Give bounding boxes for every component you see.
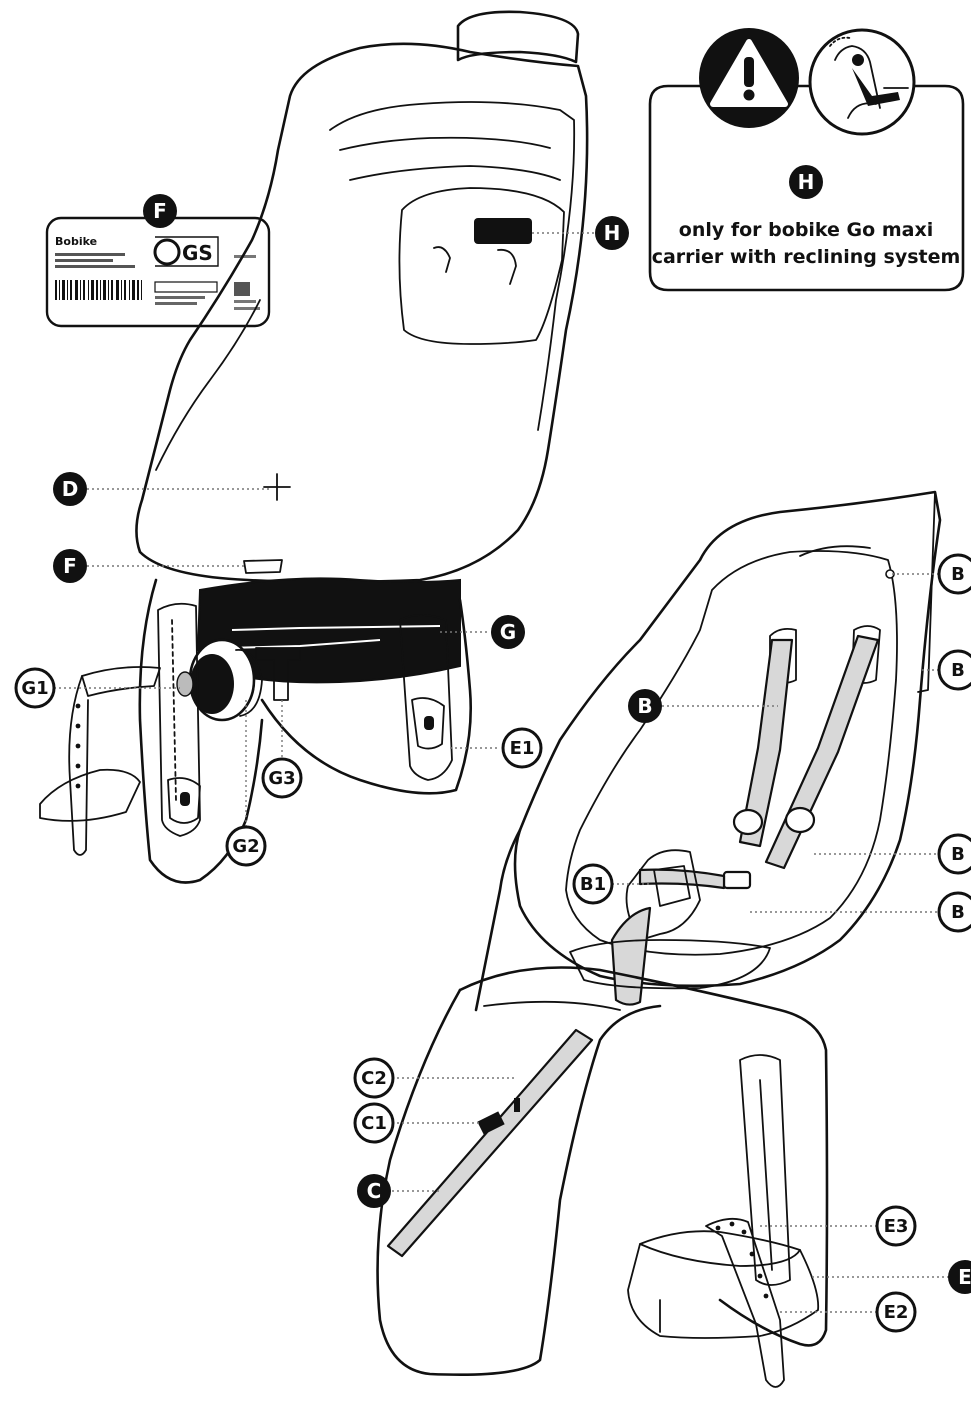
leader-lines: [54, 218, 955, 1313]
label-brand: Bobike: [55, 235, 97, 248]
callout-b-mid: B: [937, 649, 971, 691]
svg-text:C2: C2: [361, 1068, 387, 1089]
svg-text:B: B: [951, 564, 965, 585]
callout-g2: G2: [225, 825, 267, 867]
svg-text:H: H: [604, 221, 621, 245]
svg-text:D: D: [62, 477, 79, 501]
svg-text:GS: GS: [182, 241, 213, 265]
callout-f-label: F: [143, 194, 177, 228]
callout-b1: B1: [572, 863, 614, 905]
callout-c1: C1: [353, 1102, 395, 1144]
warning-text-line2: carrier with reclining system: [652, 246, 961, 268]
svg-text:B1: B1: [580, 874, 606, 895]
callout-label: H: [798, 170, 815, 194]
callout-g1: G1: [14, 667, 56, 709]
svg-text:F: F: [153, 199, 167, 223]
svg-text:G3: G3: [268, 768, 295, 789]
warning-panel: H only for bobike Go maxi carrier with r…: [648, 28, 965, 292]
callout-g: G: [491, 615, 525, 649]
svg-text:G1: G1: [21, 678, 48, 699]
callout-b-low2: B: [937, 891, 971, 933]
callout-c2: C2: [353, 1057, 395, 1099]
callout-e: E: [948, 1260, 971, 1294]
svg-text:F: F: [63, 554, 77, 578]
svg-text:G: G: [500, 620, 516, 644]
exclamation-triangle-icon: [699, 28, 799, 128]
callout-b-top: B: [937, 553, 971, 595]
callout-c: C: [357, 1174, 391, 1208]
callout-b-low1: B: [937, 833, 971, 875]
callout-warning-h: H: [789, 165, 823, 199]
callout-b: B: [628, 689, 662, 723]
svg-text:B: B: [951, 902, 965, 923]
product-label: Bobike GS: [45, 216, 271, 328]
svg-text:B: B: [637, 694, 652, 718]
callout-e2: E2: [875, 1291, 917, 1333]
svg-text:E: E: [958, 1265, 971, 1289]
svg-text:E2: E2: [884, 1302, 909, 1323]
callout-e3: E3: [875, 1205, 917, 1247]
svg-text:E3: E3: [884, 1216, 909, 1237]
callout-g3: G3: [261, 757, 303, 799]
callout-d: D: [53, 472, 87, 506]
callout-f: F: [53, 549, 87, 583]
seat-rear-view: [39, 10, 589, 884]
svg-text:G2: G2: [232, 836, 259, 857]
svg-text:C1: C1: [361, 1113, 387, 1134]
barcode: [55, 280, 142, 300]
svg-text:B: B: [951, 844, 965, 865]
warning-text-line1: only for bobike Go maxi: [679, 219, 933, 241]
gs-certification-logo: GS: [153, 236, 219, 267]
svg-text:E1: E1: [510, 738, 535, 759]
svg-text:C: C: [367, 1179, 382, 1203]
svg-text:B: B: [951, 660, 965, 681]
reclining-child-seat-icon: [808, 28, 916, 136]
callout-e1: E1: [501, 727, 543, 769]
seat-front-view: [376, 490, 942, 1388]
callout-h: H: [595, 216, 629, 250]
